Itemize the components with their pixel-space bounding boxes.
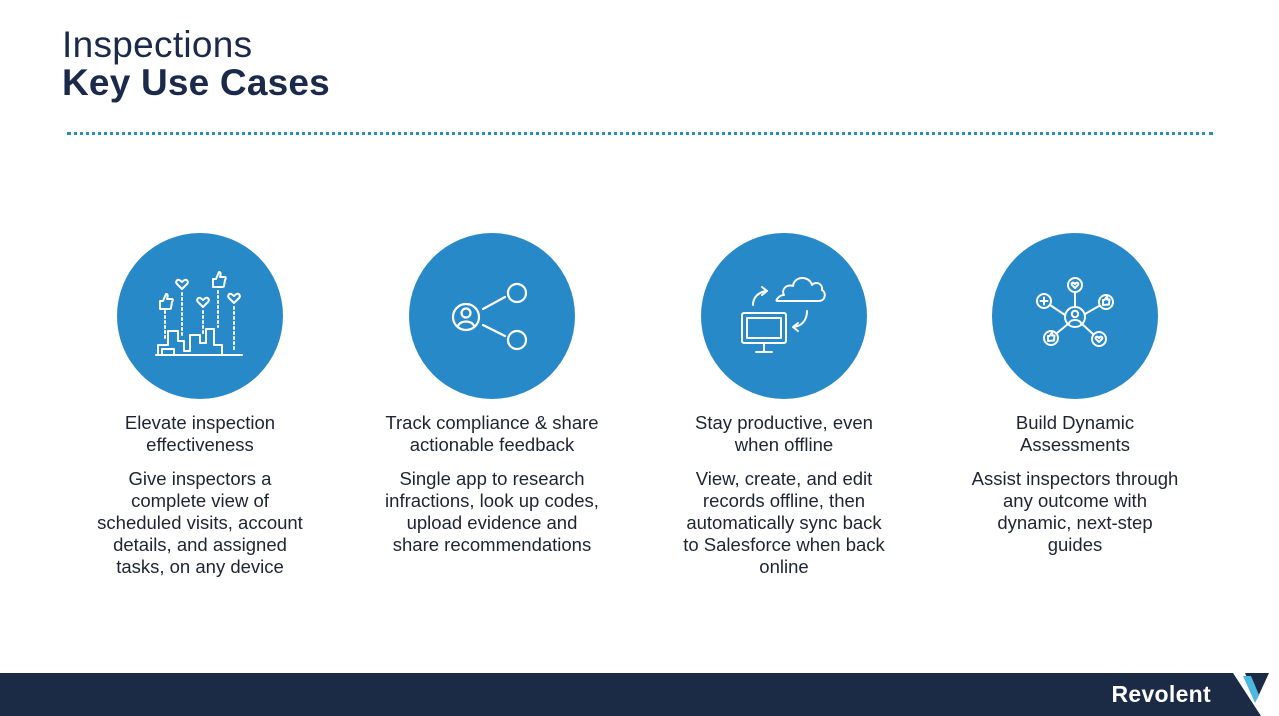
title-key-use-cases: Key Use Cases xyxy=(62,62,330,103)
card-3-circle xyxy=(701,233,867,399)
dotted-divider xyxy=(67,132,1213,135)
card-3-desc-line: to Salesforce when back xyxy=(683,534,885,555)
city-thumbs-up-icon xyxy=(155,271,243,356)
card-3-desc-line: View, create, and edit xyxy=(695,468,873,489)
footer-bar: Revolent xyxy=(0,673,1279,716)
card-1-desc-line: Give inspectors a xyxy=(128,468,272,489)
title-inspections: Inspections xyxy=(62,24,253,65)
card-2-title-line1: Track compliance & share xyxy=(385,412,599,433)
card-1-circle xyxy=(117,233,283,399)
card-3-desc-line: records offline, then xyxy=(702,490,866,511)
network-hub-icon xyxy=(1036,277,1114,347)
card-2-title-line2: actionable feedback xyxy=(409,434,575,455)
card-1-desc-line: tasks, on any device xyxy=(116,556,284,577)
card-3-title-line2: when offline xyxy=(734,434,834,455)
cloud-sync-monitor-icon xyxy=(741,277,826,353)
card-2-title: Track compliance & share actionable feed… xyxy=(367,412,617,456)
card-2-desc-line: infractions, look up codes, xyxy=(385,490,599,511)
card-4-title-line2: Assessments xyxy=(1019,434,1130,455)
card-4-circle xyxy=(992,233,1158,399)
brand-mark-icon xyxy=(1233,673,1279,716)
brand-logo-text: Revolent xyxy=(1111,681,1211,707)
card-2-description: Single app to research infractions, look… xyxy=(367,468,617,556)
card-3-desc-line: automatically sync back xyxy=(686,512,882,533)
use-case-card-1: Elevate inspection effectiveness Give in… xyxy=(75,233,325,578)
card-3-title: Stay productive, even when offline xyxy=(659,412,909,456)
card-1-title-line1: Elevate inspection xyxy=(124,412,276,433)
card-4-description: Assist inspectors through any outcome wi… xyxy=(950,468,1200,556)
use-case-card-4: Build Dynamic Assessments Assist inspect… xyxy=(950,233,1200,556)
use-case-card-3: Stay productive, even when offline View,… xyxy=(659,233,909,578)
card-1-title: Elevate inspection effectiveness xyxy=(75,412,325,456)
card-2-desc-line: Single app to research xyxy=(399,468,585,489)
card-1-description: Give inspectors a complete view of sched… xyxy=(75,468,325,578)
card-2-circle xyxy=(409,233,575,399)
use-case-card-2: Track compliance & share actionable feed… xyxy=(367,233,617,556)
card-1-desc-line: details, and assigned xyxy=(113,534,287,555)
card-4-desc-line: guides xyxy=(1047,534,1103,555)
card-3-title-line1: Stay productive, even xyxy=(695,412,873,433)
card-1-desc-line: complete view of xyxy=(131,490,269,511)
card-4-desc-line: dynamic, next-step xyxy=(997,512,1153,533)
card-3-description: View, create, and edit records offline, … xyxy=(659,468,909,578)
card-1-desc-line: scheduled visits, account xyxy=(97,512,303,533)
card-4-desc-line: Assist inspectors through xyxy=(971,468,1179,489)
share-user-icon xyxy=(451,282,528,351)
card-4-desc-line: any outcome with xyxy=(1003,490,1147,511)
card-4-title-line1: Build Dynamic xyxy=(1015,412,1135,433)
card-3-desc-line: online xyxy=(759,556,809,577)
card-1-title-line2: effectiveness xyxy=(146,434,254,455)
card-4-title: Build Dynamic Assessments xyxy=(950,412,1200,456)
card-2-desc-line: share recommendations xyxy=(392,534,592,555)
card-2-desc-line: upload evidence and xyxy=(406,512,578,533)
